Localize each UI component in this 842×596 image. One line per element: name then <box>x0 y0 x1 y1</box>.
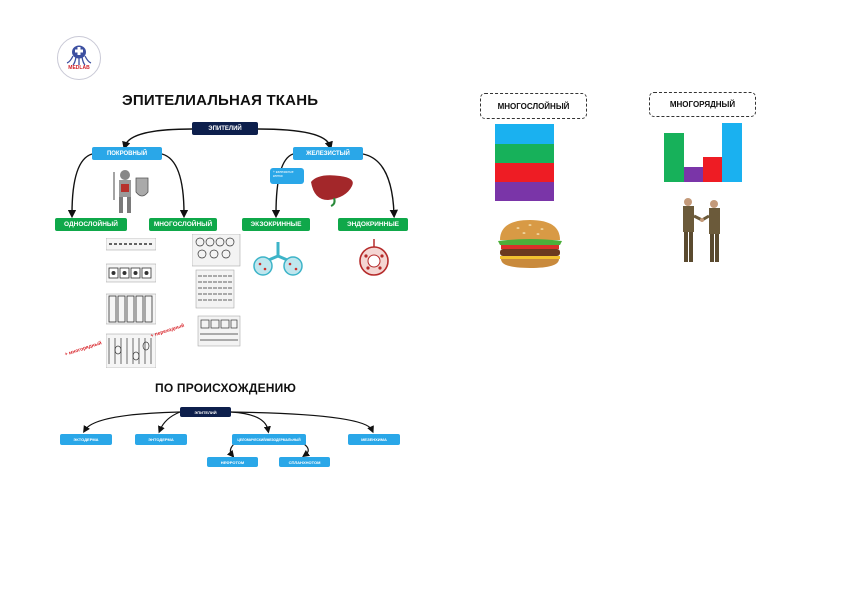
node-cover: ПОКРОВНЫЙ <box>92 147 162 160</box>
arrow-gland-endo <box>362 153 399 219</box>
node-epithelium: ЭПИТЕЛИЙ <box>192 122 258 135</box>
octopus-icon <box>66 45 92 66</box>
origin-mesenchyme: МЕЗЕНХИМА <box>348 434 400 445</box>
origin-endoderm: ЭНТОДЕРМА <box>135 434 187 445</box>
knight-armor-icon <box>100 166 155 216</box>
row-bar-purple <box>684 167 703 182</box>
liver-icon <box>306 170 358 208</box>
medlab-logo: MEDLAB <box>57 36 101 80</box>
origin-splanchnotome: СПЛАНХНОТОМ <box>279 457 330 467</box>
multirow-label: МНОГОРЯДНЫЙ <box>649 92 756 117</box>
row-bar-green <box>664 133 684 182</box>
arrow-cover-single <box>67 153 93 219</box>
arrow-root-cover <box>122 128 193 151</box>
node-multi-layer: МНОГОСЛОЙНЫЙ <box>149 218 217 231</box>
arrow-root-gland <box>257 128 333 151</box>
origin-title: ПО ПРОИСХОЖДЕНИЮ <box>155 381 297 395</box>
origin-nephrotome: НЕФРОТОМ <box>207 457 258 467</box>
handshake-icon <box>672 192 730 268</box>
origin-ectoderm: ЭКТОДЕРМА <box>60 434 112 445</box>
arrow-cover-multi <box>161 153 189 219</box>
burger-icon <box>468 210 592 276</box>
endocrine-gland-icon <box>352 236 396 282</box>
layer-red <box>495 163 554 182</box>
logo-brand-text: MEDLAB <box>68 65 90 71</box>
row-bar-blue <box>722 123 742 182</box>
gland-cells-note: + железистые клетки <box>270 168 304 184</box>
layer-blue <box>495 124 554 144</box>
multilayer-label: МНОГОСЛОЙНЫЙ <box>480 93 587 119</box>
arrow-gland-exo <box>271 153 294 219</box>
node-single-layer: ОДНОСЛОЙНЫЙ <box>55 218 127 231</box>
node-exocrine: ЭКЗОКРИННЫЕ <box>242 218 310 231</box>
single-layer-histology <box>106 238 156 368</box>
node-endocrine: ЭНДОКРИННЫЕ <box>338 218 408 231</box>
node-gland: ЖЕЛЕЗИСТЫЙ <box>293 147 363 160</box>
origin-mesodermal: ЦЕЛОМИЧЕСКИЙ/МЕЗОДЕРМАЛЬНЫЙ <box>232 434 306 445</box>
layer-green <box>495 144 554 163</box>
multi-layer-histology <box>192 234 241 347</box>
origin-root: ЭПИТЕЛИЙ <box>180 407 231 417</box>
row-bar-red <box>703 157 722 182</box>
exocrine-gland-icon <box>250 240 306 278</box>
page-title: ЭПИТЕЛИАЛЬНАЯ ТКАНЬ <box>122 92 319 109</box>
layer-purple <box>495 182 554 201</box>
